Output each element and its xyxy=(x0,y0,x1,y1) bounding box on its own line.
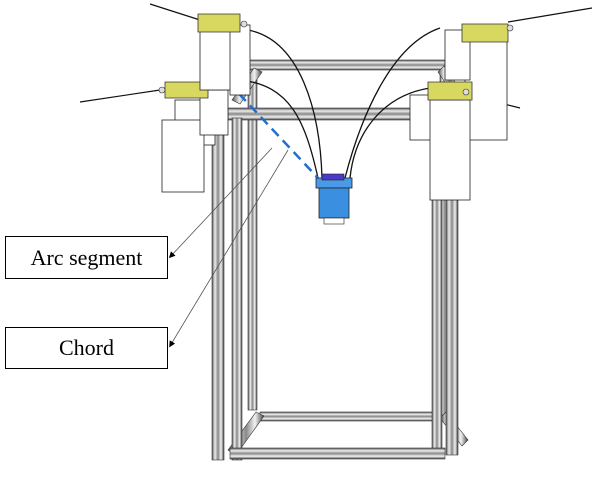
cables xyxy=(239,27,441,179)
motor-assembly-back-left xyxy=(197,13,251,96)
bracket-icon xyxy=(461,23,509,43)
motor-assembly-front-left xyxy=(158,81,229,193)
arc-leader-line xyxy=(168,147,273,259)
motor-assembly-back-right xyxy=(444,23,514,141)
bracket-icon xyxy=(427,81,473,101)
end-effector xyxy=(315,173,353,225)
bracket-icon xyxy=(164,81,209,99)
motor-assembly-front-right xyxy=(409,81,473,201)
chord-label: Chord xyxy=(5,327,168,369)
arc-segment-label: Arc segment xyxy=(5,236,168,279)
chord-line xyxy=(227,81,319,179)
chord-leader-line xyxy=(169,149,289,348)
bracket-icon xyxy=(197,13,241,33)
anchor-cables xyxy=(79,3,593,109)
